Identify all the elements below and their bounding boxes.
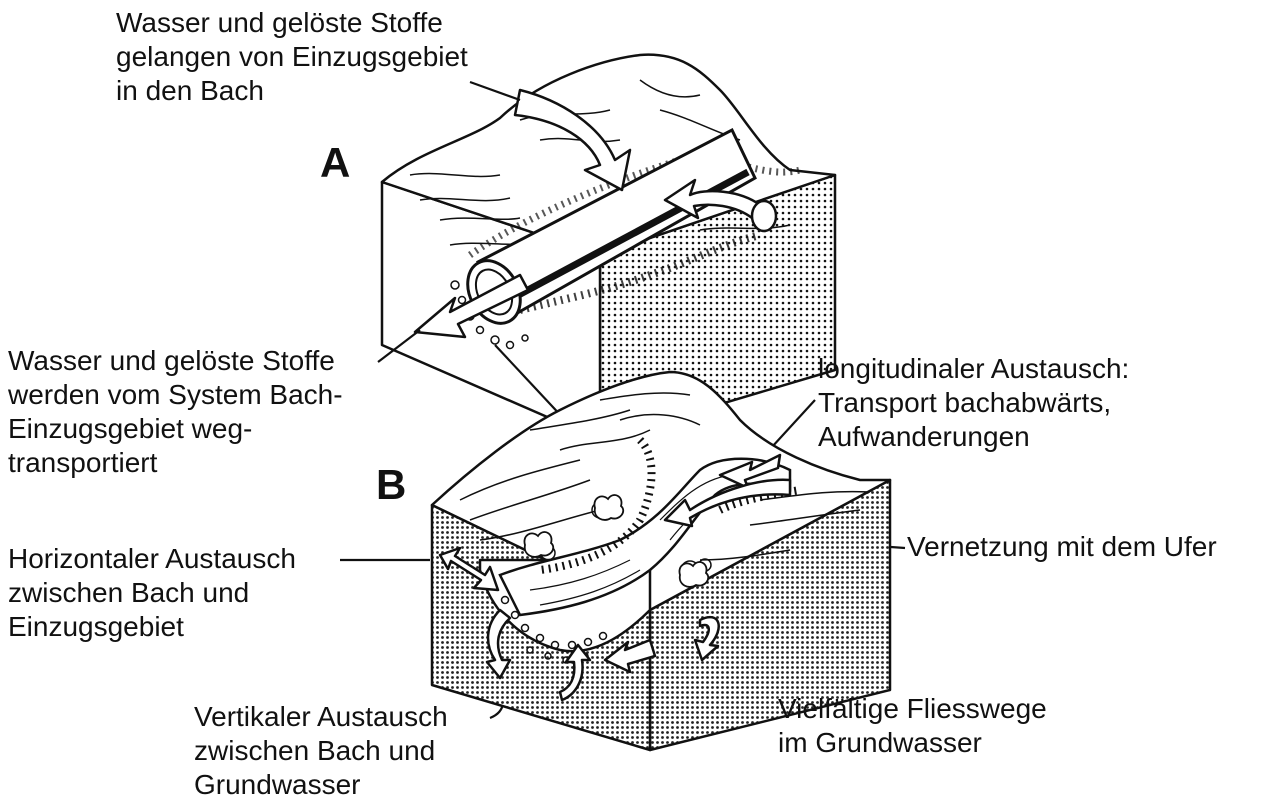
lateral-arrow-tail	[752, 201, 776, 231]
label-groundwater: Vielfältige Fliesswege im Grundwasser	[778, 692, 1047, 760]
label-riparian: Vernetzung mit dem Ufer	[907, 530, 1217, 564]
label-longitudinal: longitudinaler Austausch: Transport bach…	[818, 352, 1129, 454]
label-outflow: Wasser und gelöste Stoffe werden vom Sys…	[8, 344, 343, 480]
label-vertical: Vertikaler Austausch zwischen Bach und G…	[194, 700, 448, 802]
label-horizontal: Horizontaler Austausch zwischen Bach und…	[8, 542, 296, 644]
panel-a-letter: A	[320, 142, 350, 184]
panel-b-letter: B	[376, 464, 406, 506]
leader-inflow	[470, 82, 520, 100]
label-inflow: Wasser und gelöste Stoffe gelangen von E…	[116, 6, 468, 108]
